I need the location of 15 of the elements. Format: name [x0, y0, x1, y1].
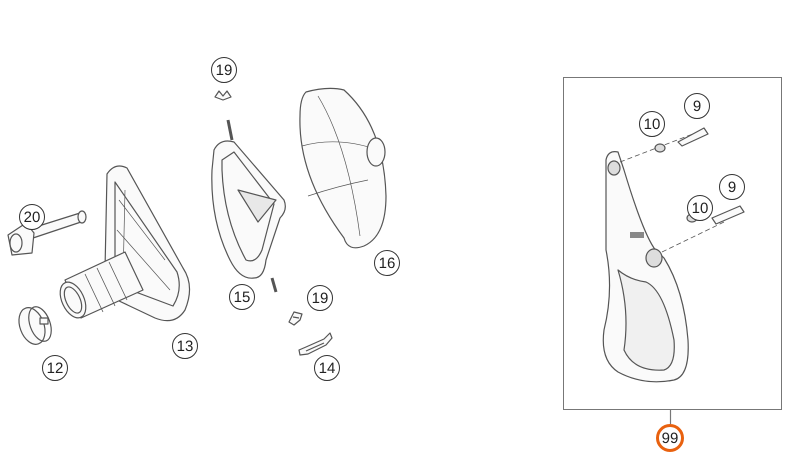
callout-number: 19 — [307, 285, 333, 311]
callout-number: 15 — [229, 284, 255, 310]
callout-number: 9 — [719, 174, 745, 200]
callout-number: 20 — [19, 204, 45, 230]
callout-number: 10 — [639, 111, 665, 137]
callout-number: 16 — [374, 250, 400, 276]
callout-number: 10 — [687, 195, 713, 221]
callout-number: 9 — [684, 93, 710, 119]
kit-frame — [563, 77, 782, 410]
callout-number: 12 — [42, 355, 68, 381]
callout-number: 99 — [656, 424, 684, 452]
callout-number: 13 — [172, 333, 198, 359]
leader-line — [670, 410, 672, 424]
callout-number: 14 — [314, 355, 340, 381]
callout-number: 19 — [211, 57, 237, 83]
